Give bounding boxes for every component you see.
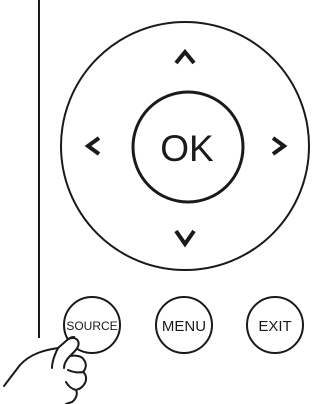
dpad-down-button[interactable] xyxy=(176,231,194,244)
left-arrow-icon xyxy=(88,138,99,154)
down-arrow-icon xyxy=(176,231,194,244)
ok-label: OK xyxy=(160,128,214,169)
dpad-left-button[interactable] xyxy=(88,138,99,154)
dpad-up-button[interactable] xyxy=(176,52,194,63)
up-arrow-icon xyxy=(176,52,194,63)
dpad-right-button[interactable] xyxy=(273,138,284,154)
menu-button[interactable]: MENU xyxy=(156,297,212,353)
right-arrow-icon xyxy=(273,138,284,154)
exit-label: EXIT xyxy=(258,318,291,335)
source-label: SOURCE xyxy=(66,319,117,333)
menu-label: MENU xyxy=(162,318,206,335)
ok-button[interactable]: OK xyxy=(133,92,243,202)
exit-button[interactable]: EXIT xyxy=(247,297,303,353)
hand-pointer-icon xyxy=(4,337,86,404)
